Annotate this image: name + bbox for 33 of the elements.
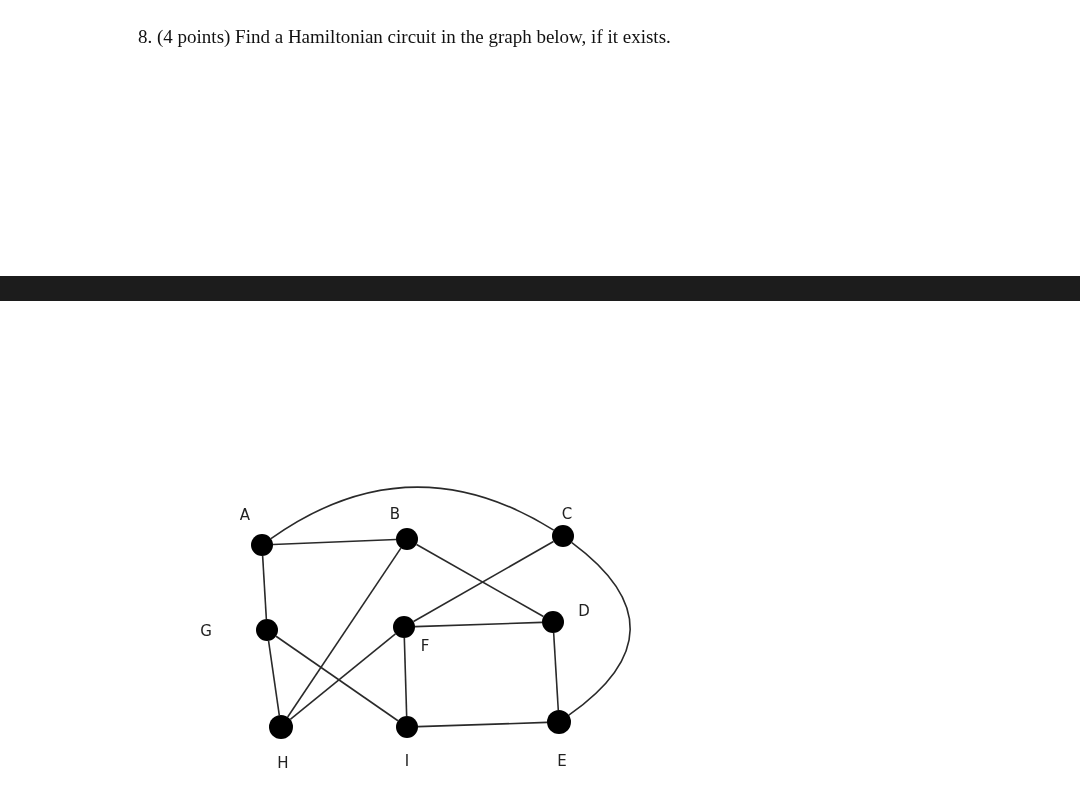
vertex-label: I [404, 753, 410, 769]
question-text: 8. (4 points) Find a Hamiltonian circuit in the graph below, if it exists. [138, 26, 671, 48]
vertex-label: A [239, 507, 251, 523]
vertex-label: C [561, 506, 573, 522]
vertex-label: D [578, 603, 590, 619]
graph-edge [412, 540, 555, 623]
graph-edge [552, 632, 560, 711]
vertex-label: G [200, 623, 212, 639]
graph-edge [414, 621, 543, 628]
graph-edge [275, 635, 399, 722]
vertex-dot [396, 528, 418, 550]
vertex-dot [269, 715, 293, 739]
vertex-dot [393, 616, 415, 638]
vertex-dot [256, 619, 278, 641]
vertex-label: B [389, 506, 401, 522]
vertex-dot [396, 716, 418, 738]
vertex-label: H [277, 755, 289, 771]
graph-edge [272, 538, 397, 546]
vertex-dot [251, 534, 273, 556]
graph-edge [286, 547, 402, 718]
vertex-label: F [420, 638, 430, 654]
vertex-dot [547, 710, 571, 734]
graph-edge [417, 721, 548, 728]
vertex-dot [542, 611, 564, 633]
vertex-label: E [557, 753, 567, 769]
graph-edge [568, 541, 631, 716]
graph-edge [289, 633, 397, 721]
graph-edge [270, 486, 555, 540]
graph-edge [267, 640, 281, 716]
graph-edge [261, 555, 268, 620]
graph-edge [403, 637, 408, 717]
graph-edge [415, 543, 545, 618]
vertex-dot [552, 525, 574, 547]
